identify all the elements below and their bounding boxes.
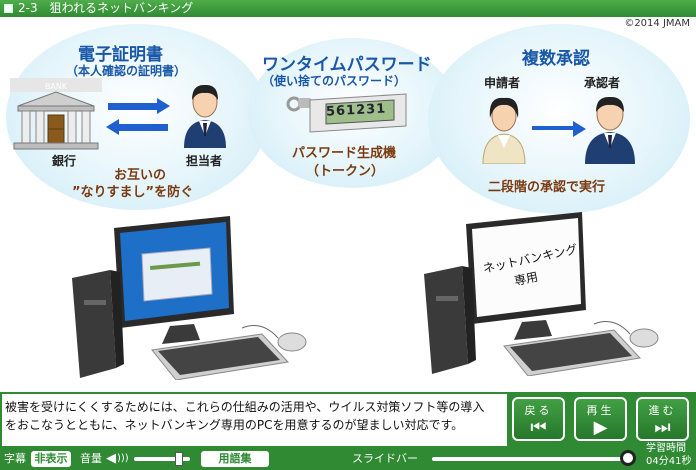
arrow-to-person [108,98,170,114]
study-time-value: 04分41秒 [646,456,692,467]
otp-heading: ワンタイムパスワード [262,55,432,75]
staff-person-icon [184,84,226,148]
play-label: 再生 [586,404,615,417]
applicant-label: 申請者 [484,76,521,90]
approval-bubble [428,24,690,214]
title-bar: 2-3 狙われるネットバンキング [0,0,696,17]
certificate-heading: 電子証明書 [78,45,163,65]
next-button[interactable]: 進む ⏭ [636,397,689,441]
computer-right-icon [424,212,659,376]
bank-label: 銀行 [52,154,77,168]
approval-caption: 二段階の承認で実行 [488,180,606,195]
approver-label: 承認者 [584,76,621,90]
back-button[interactable]: 戻る ⏮ [512,397,565,441]
narration-line-1: 被害を受けにくくするためには、これらの仕組みの活用や、ウイルス対策ソフト等の導入 [5,400,485,414]
back-label: 戻る [524,404,553,417]
slider-label: スライドバー [352,452,418,465]
certificate-subheading: （本人確認の証明書） [66,64,187,78]
token-device-icon [286,93,407,133]
square-icon [4,4,13,13]
volume-slider[interactable] [134,457,190,461]
token-display: 561231 [325,101,387,120]
applicant-person-icon [482,97,526,164]
staff-label: 担当者 [186,154,223,168]
volume-thumb[interactable] [175,452,183,466]
slide-title: 狙われるネットバンキング [49,1,194,15]
approval-arrow [532,121,586,137]
study-time-label: 学習時間 [646,443,686,454]
play-icon: ▶ [593,417,608,438]
slide-progress-track[interactable] [432,457,632,461]
arrow-to-bank [106,119,168,135]
bank-icon: BANK [10,78,102,150]
approval-heading: 複数承認 [522,49,590,69]
speaker-icon: ◀ [106,451,116,466]
svg-text:BANK: BANK [45,82,68,91]
slide-progress-knob[interactable] [620,450,636,466]
narration-line-2: をおこなうとともに、ネットバンキング専用のPCを用意するのが望ましい対応です。 [5,418,464,432]
skip-forward-icon: ⏭ [654,417,671,438]
copyright: ©2014 JMAM [624,18,690,29]
glossary-button[interactable]: 用語集 [201,451,269,467]
approver-person-icon [585,96,635,164]
section-number: 2-3 [18,1,38,15]
caption-label: 字幕 [4,452,26,465]
token-caption-2: （トークン） [306,164,385,179]
volume-wave-icon: ))) [117,453,129,464]
caption-toggle-button[interactable]: 非表示 [31,451,71,467]
play-button[interactable]: 再生 ▶ [574,397,627,441]
certificate-caption-2: ”なりすまし”を防ぐ [72,185,194,200]
narration-box: 被害を受けにくくするためには、これらの仕組みの活用や、ウイルス対策ソフト等の導入… [2,394,507,446]
next-label: 進む [648,404,677,417]
volume-label: 音量 [80,452,102,465]
otp-subheading: （使い捨てのパスワード） [262,74,407,88]
skip-back-icon: ⏮ [530,417,547,438]
token-caption-1: パスワード生成機 [292,146,397,161]
computer-left-icon [72,216,307,380]
certificate-caption-1: お互いの [114,168,167,183]
